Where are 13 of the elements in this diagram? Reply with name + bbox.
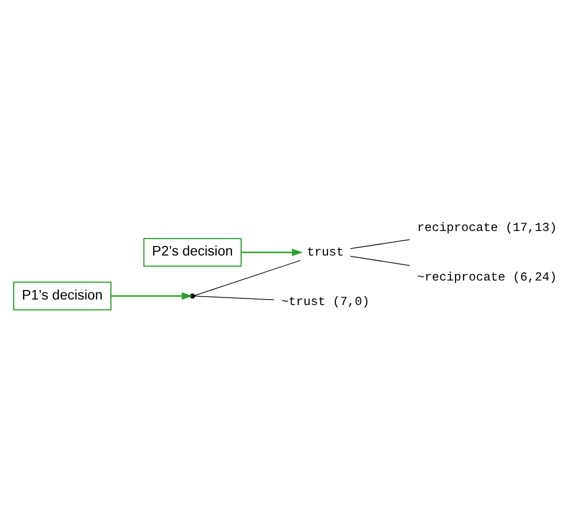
node-text: ~trust (7,0)	[281, 294, 370, 309]
arrow	[241, 248, 303, 256]
node-text: reciprocate (17,13)	[417, 220, 557, 234]
connector	[194, 295, 274, 300]
node-box: P2’s decision	[143, 238, 242, 266]
connector	[350, 238, 410, 249]
node-box: P1’s decision	[13, 281, 112, 310]
node-text: trust	[307, 244, 344, 259]
connector	[350, 255, 410, 266]
connector	[194, 260, 301, 296]
node-point	[190, 292, 196, 298]
arrow	[110, 292, 193, 300]
node-text: ~reciprocate (6,24)	[417, 270, 557, 284]
